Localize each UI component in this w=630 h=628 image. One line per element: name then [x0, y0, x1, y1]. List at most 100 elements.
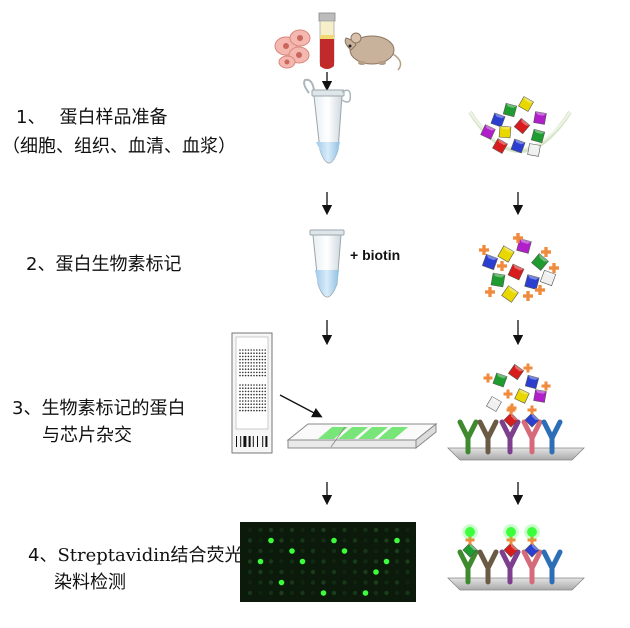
microtube-icon	[303, 78, 352, 164]
protein-shape	[533, 111, 547, 125]
array-spot	[321, 580, 326, 585]
protein-shape	[462, 542, 478, 558]
protein-shape	[492, 372, 508, 388]
biotin-reagent-label: + biotin	[350, 247, 400, 263]
array-spot	[384, 548, 389, 554]
array-spot	[352, 559, 358, 564]
array-spot	[321, 548, 326, 554]
array-spot	[289, 569, 295, 575]
array-spot	[352, 527, 358, 533]
array-spot	[331, 569, 337, 575]
array-spot	[363, 527, 368, 533]
array-spot	[310, 569, 316, 575]
cell-cluster-icon	[274, 29, 311, 69]
array-spot	[394, 590, 400, 596]
array-spot	[247, 580, 253, 585]
biotin-tag-icon	[523, 291, 533, 301]
biotin-tag-icon	[506, 535, 516, 545]
array-spot	[331, 590, 337, 596]
array-spot	[373, 527, 379, 533]
protein-shape	[502, 102, 518, 118]
array-spot	[247, 559, 253, 564]
array-spot	[247, 590, 253, 596]
array-spot	[341, 548, 348, 554]
mouse-icon	[344, 32, 402, 71]
protein-shape	[530, 128, 546, 144]
microtube-biotin-icon	[309, 229, 345, 298]
step-1-title: 蛋白样品准备	[59, 107, 168, 128]
array-spot	[268, 537, 274, 544]
blood-tube-icon	[318, 12, 336, 69]
protein-shape	[524, 412, 540, 428]
array-spot	[331, 527, 337, 533]
array-spot	[268, 527, 274, 533]
antibody-icon	[477, 549, 499, 585]
antibody-array-icon	[447, 419, 585, 461]
array-spot	[279, 590, 284, 596]
array-spot	[300, 580, 305, 585]
array-spot	[279, 538, 284, 543]
array-spot	[384, 527, 389, 533]
array-spot	[258, 527, 263, 533]
biotin-tag-icon	[479, 245, 489, 255]
biotin-tag-icon	[497, 261, 507, 271]
antibody-icon	[499, 549, 521, 585]
array-spot	[384, 538, 389, 543]
array-spot	[405, 590, 410, 596]
step-3-subtitle: 与芯片杂交	[42, 425, 132, 446]
array-spot	[258, 538, 263, 543]
biotin-tag-icon	[541, 381, 551, 391]
step-4-number: 4、	[28, 545, 58, 566]
array-spot	[352, 548, 358, 554]
protein-shape	[531, 253, 549, 271]
array-spot	[394, 548, 400, 554]
step-3-title: 生物素标记的蛋白	[41, 398, 186, 419]
array-spot	[289, 538, 295, 543]
biotin-tag-icon	[523, 363, 533, 373]
step-3-label: 3、生物素标记的蛋白	[12, 397, 185, 421]
array-spot	[258, 569, 263, 575]
biotin-tag-icon	[527, 535, 537, 545]
protein-shape	[480, 124, 496, 140]
protein-shape	[503, 542, 519, 558]
array-spot	[363, 538, 368, 543]
biotin-tag-icon	[535, 285, 545, 295]
protein-shape	[524, 274, 540, 290]
array-spot	[373, 569, 379, 575]
array-spot	[363, 569, 368, 575]
protein-shape	[492, 138, 508, 154]
protein-shape	[518, 96, 534, 112]
array-spot	[289, 559, 295, 564]
fluorescent-dye-icon	[527, 527, 537, 537]
protein-shape	[524, 374, 540, 390]
hybridization-slide-icon	[286, 422, 438, 450]
array-spot	[405, 559, 410, 564]
biotin-tag-icon	[527, 405, 537, 415]
antibody-icon	[457, 419, 479, 455]
step-4-subtitle: 染料检测	[54, 572, 126, 593]
biotin-tag-icon	[506, 405, 516, 415]
array-spot	[373, 580, 379, 585]
array-spot	[310, 590, 316, 596]
array-spot	[394, 527, 400, 533]
array-spot	[405, 548, 410, 554]
antibody-icon	[457, 549, 479, 585]
array-spot	[289, 527, 295, 533]
array-spot	[342, 559, 347, 564]
array-spot	[394, 580, 400, 585]
array-spot	[310, 527, 316, 533]
fluorescent-dye-icon	[465, 527, 475, 537]
array-spot	[300, 527, 305, 533]
array-spot	[405, 569, 410, 575]
biotin-tag-icon	[503, 389, 513, 399]
protein-shape	[481, 253, 499, 271]
array-spot	[247, 569, 253, 575]
array-spot	[331, 548, 337, 554]
protein-shape	[524, 542, 540, 558]
protein-cluster-step1	[480, 96, 547, 157]
protein-chip-icon	[231, 332, 273, 454]
protein-shape	[510, 138, 526, 154]
array-spot	[405, 538, 410, 543]
array-spot	[342, 569, 347, 575]
